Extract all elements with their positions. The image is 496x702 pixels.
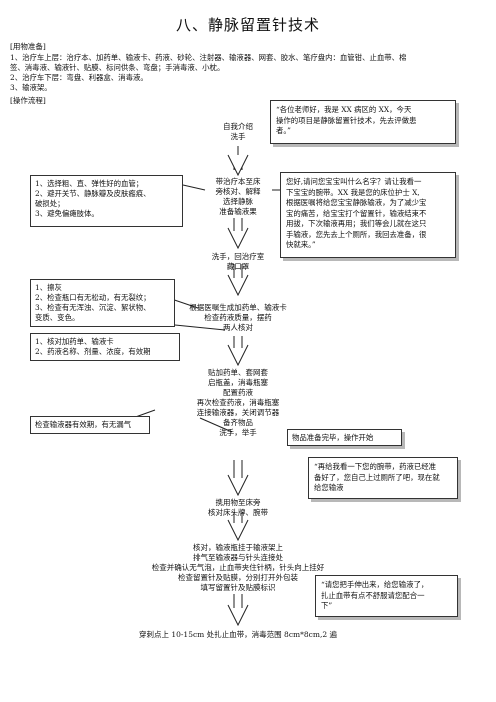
note-line: 操作的项目是静脉留置针技术，先去评做患: [276, 115, 417, 125]
note-speech-explain: 您好,请问您宝宝叫什么名字？请让我看一 下宝宝的腕带。XX 我是您的床位护士 X…: [280, 172, 456, 258]
flow-text: 穿刺点上 10-15cm 处扎止血带，消毒范围 8cm*8cm,2 遍: [138, 630, 338, 639]
flow-text: 洗手: [230, 132, 246, 141]
flow-text: 检查留置针及贴膜，分别打开外包装: [178, 573, 298, 582]
flow-text: 选择静脉: [223, 197, 253, 206]
flow-step-setup-infusion: 核对，输液瓶挂于输液架上 排气至输液器与针头连接处 检查并确认无气泡，止血带夹住…: [138, 543, 338, 593]
note-line: 破损处；: [35, 199, 65, 208]
note-line: “请您把手伸出来，给您输液了，: [321, 580, 429, 589]
note-line: 者。”: [276, 126, 291, 135]
flow-text: 核对床头牌、腕带: [208, 508, 268, 517]
note-line: 检查输液器有效期，有无漏气: [35, 420, 132, 429]
note-line: 物品准备完毕，操作开始: [292, 433, 374, 442]
flow-text: 填写留置针及贴膜标识: [200, 583, 276, 592]
materials-list: 1、治疗车上层：治疗本、加药单、输液卡、药液、砂轮、注射器、输液器、网套、胶水、…: [10, 53, 492, 93]
note-line: 备好了，您自己上过厕所了吧，现在就: [314, 472, 440, 482]
flow-step-tourniquet: 穿刺点上 10-15cm 处扎止血带，消毒范围 8cm*8cm,2 遍: [98, 630, 378, 640]
note-line: “各位老师好，我是 XX 病区的 XX，今天: [276, 105, 412, 114]
note-line: 1、选择粗、直、弹性好的血管；: [35, 179, 144, 188]
page-title: 八、静脉留置针技术: [175, 16, 320, 34]
flow-text: 洗手，举手: [219, 428, 257, 437]
flow-text: 再次检查药液，消毒瓶塞: [196, 398, 280, 407]
note-line: 下”: [321, 601, 333, 610]
note-line: 根据医嘱将给您宝宝静脉输液，为了减少宝: [286, 198, 427, 207]
note-line: “再给我看一下您的腕带，药液已经准: [314, 462, 437, 471]
flow-step-verify-patient: 携用物至床旁 核对床头牌、腕带: [178, 498, 298, 518]
note-line: 给您输液: [314, 483, 344, 492]
flow-step-return: 洗手，回治疗室 藏口罩: [188, 252, 288, 272]
flow-text: 检查并确认无气泡，止血带夹住针柄，针头向上挂好: [151, 563, 325, 572]
flow-step-introduce: 自我介绍 洗手: [198, 122, 278, 142]
note-line: 用拔，下次输液再用；我们等会儿就在这只: [286, 219, 427, 228]
flow-text: 连接输液器，关闭调节器: [196, 408, 280, 417]
note-check-drug: 1、擦灰 2、检查瓶口有无松动，有无裂纹； 3、检查有无浑浊、沉淀、絮状物、 变…: [30, 279, 175, 327]
note-line: 2、避开关节、静脉瓣及皮肤瘢痕、: [35, 189, 151, 198]
note-items-ready: 物品准备完毕，操作开始: [287, 429, 402, 446]
flow-text: 自我介绍: [223, 122, 253, 131]
flow-text: 排气至输液器与针头连接处: [193, 553, 283, 562]
flow-text: 藏口罩: [226, 262, 250, 271]
flow-text: 启瓶盖，消毒瓶塞: [208, 378, 268, 387]
note-speech-wristband: “再给我看一下您的腕带，药液已经准 备好了，您自己上过厕所了吧，现在就 给您输液: [308, 457, 458, 499]
materials-line: 2、治疗车下层：弯盘、利器盒、消毒液。: [10, 73, 148, 82]
note-line: 宝的痛苦，给宝宝打个留置针，输液结束不: [286, 208, 427, 218]
note-speech-introduce: “各位老师好，我是 XX 病区的 XX，今天 操作的项目是静脉留置针技术，先去评…: [270, 100, 456, 144]
flow-text: 旁核对、解释: [215, 187, 261, 196]
flow-step-prepare: 根据医嘱生成加药单、输液卡 检查药液质量，摆药 两人核对: [168, 303, 308, 333]
flow-text: 两人核对: [223, 323, 253, 332]
flow-text: 配置药液: [223, 388, 253, 397]
note-line: 快就来。”: [286, 240, 316, 249]
note-line: 3、检查有无浑浊、沉淀、絮状物、: [35, 303, 151, 312]
note-line: 您好,请问您宝宝叫什么名字？请让我看一: [286, 177, 422, 186]
note-line: 变质、变色。: [35, 313, 80, 322]
materials-heading: [用物准备]: [10, 42, 46, 51]
flow-text: 贴加药单、套网套: [208, 368, 268, 377]
note-line: 扎止血带有点不舒服请您配合一: [321, 590, 425, 600]
note-line: 3、避免偏瘫肢体。: [35, 209, 99, 218]
materials-line: 3、输液架。: [10, 83, 52, 92]
note-speech-extend-hand: “请您把手伸出来，给您输液了， 扎止血带有点不舒服请您配合一 下”: [315, 575, 458, 617]
materials-line: 1、治疗车上层：治疗本、加药单、输液卡、药液、砂轮、注射器、输液器、网套、胶水、…: [10, 53, 407, 62]
flow-text: 备齐物品: [223, 418, 253, 427]
flow-step-bedside: 带治疗本至床 旁核对、解释 选择静脉 准备输液果: [188, 177, 288, 217]
note-line: 1、核对加药单、输液卡: [35, 337, 114, 346]
flow-step-dispense: 贴加药单、套网套 启瓶盖，消毒瓶塞 配置药液 再次检查药液，消毒瓶塞 连接输液器…: [168, 368, 308, 438]
flow-text: 带治疗本至床: [215, 177, 261, 186]
flow-text: 检查药液质量，摆药: [204, 313, 272, 322]
note-vein-selection: 1、选择粗、直、弹性好的血管； 2、避开关节、静脉瓣及皮肤瘢痕、 破损处； 3、…: [30, 175, 183, 227]
flow-text: 核对，输液瓶挂于输液架上: [193, 543, 283, 552]
process-heading: [操作流程]: [10, 96, 46, 105]
materials-line: 签、消毒液、输液针、贴膜、标问供条、弯盘；手消毒液、小枕。: [10, 63, 225, 72]
note-line: 2、药液名称、剂量、浓度，有效期: [35, 347, 151, 356]
note-check-infusion-set: 检查输液器有效期，有无漏气: [30, 416, 150, 434]
flow-text: 准备输液果: [219, 207, 257, 216]
flow-text: 根据医嘱生成加药单、输液卡: [189, 303, 287, 312]
flow-text: 洗手，回治疗室: [211, 252, 265, 261]
flow-text: 携用物至床旁: [215, 498, 261, 507]
note-line: 手输液，您先去上个厕所，我回去准备，很: [286, 229, 427, 239]
note-verify-items: 1、核对加药单、输液卡 2、药液名称、剂量、浓度，有效期: [30, 333, 180, 361]
note-line: 下宝宝的腕带。XX 我是您的床位护士 X,: [286, 187, 420, 197]
note-line: 2、检查瓶口有无松动，有无裂纹；: [35, 293, 151, 302]
note-line: 1、擦灰: [35, 283, 62, 292]
